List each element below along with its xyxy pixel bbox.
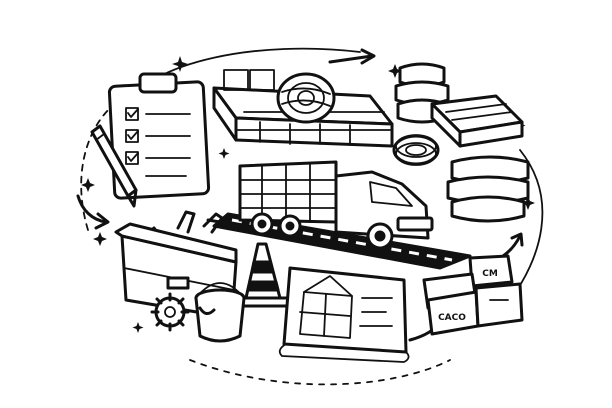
checklist-clipboard-icon xyxy=(107,72,211,200)
pen-icon xyxy=(90,124,138,208)
cable-reel-icon xyxy=(276,72,336,124)
cardboard-boxes-icon: CM CACO xyxy=(422,254,524,336)
sandbag-stack-icon xyxy=(446,155,530,223)
blueprint-icon xyxy=(278,266,410,363)
traffic-cone-icon xyxy=(236,242,290,308)
cement-box-label: CM xyxy=(482,269,498,279)
arrow-icon xyxy=(76,194,110,230)
paint-bucket-icon xyxy=(194,282,246,343)
steel-beam-stack-icon xyxy=(430,94,524,148)
caco-box-label: CACO xyxy=(438,313,466,323)
arrow-icon xyxy=(328,48,376,65)
coiled-hose-icon xyxy=(392,134,440,166)
gear-icon xyxy=(150,292,190,332)
arrow-icon xyxy=(498,232,524,260)
delivery-truck-icon xyxy=(238,160,434,250)
